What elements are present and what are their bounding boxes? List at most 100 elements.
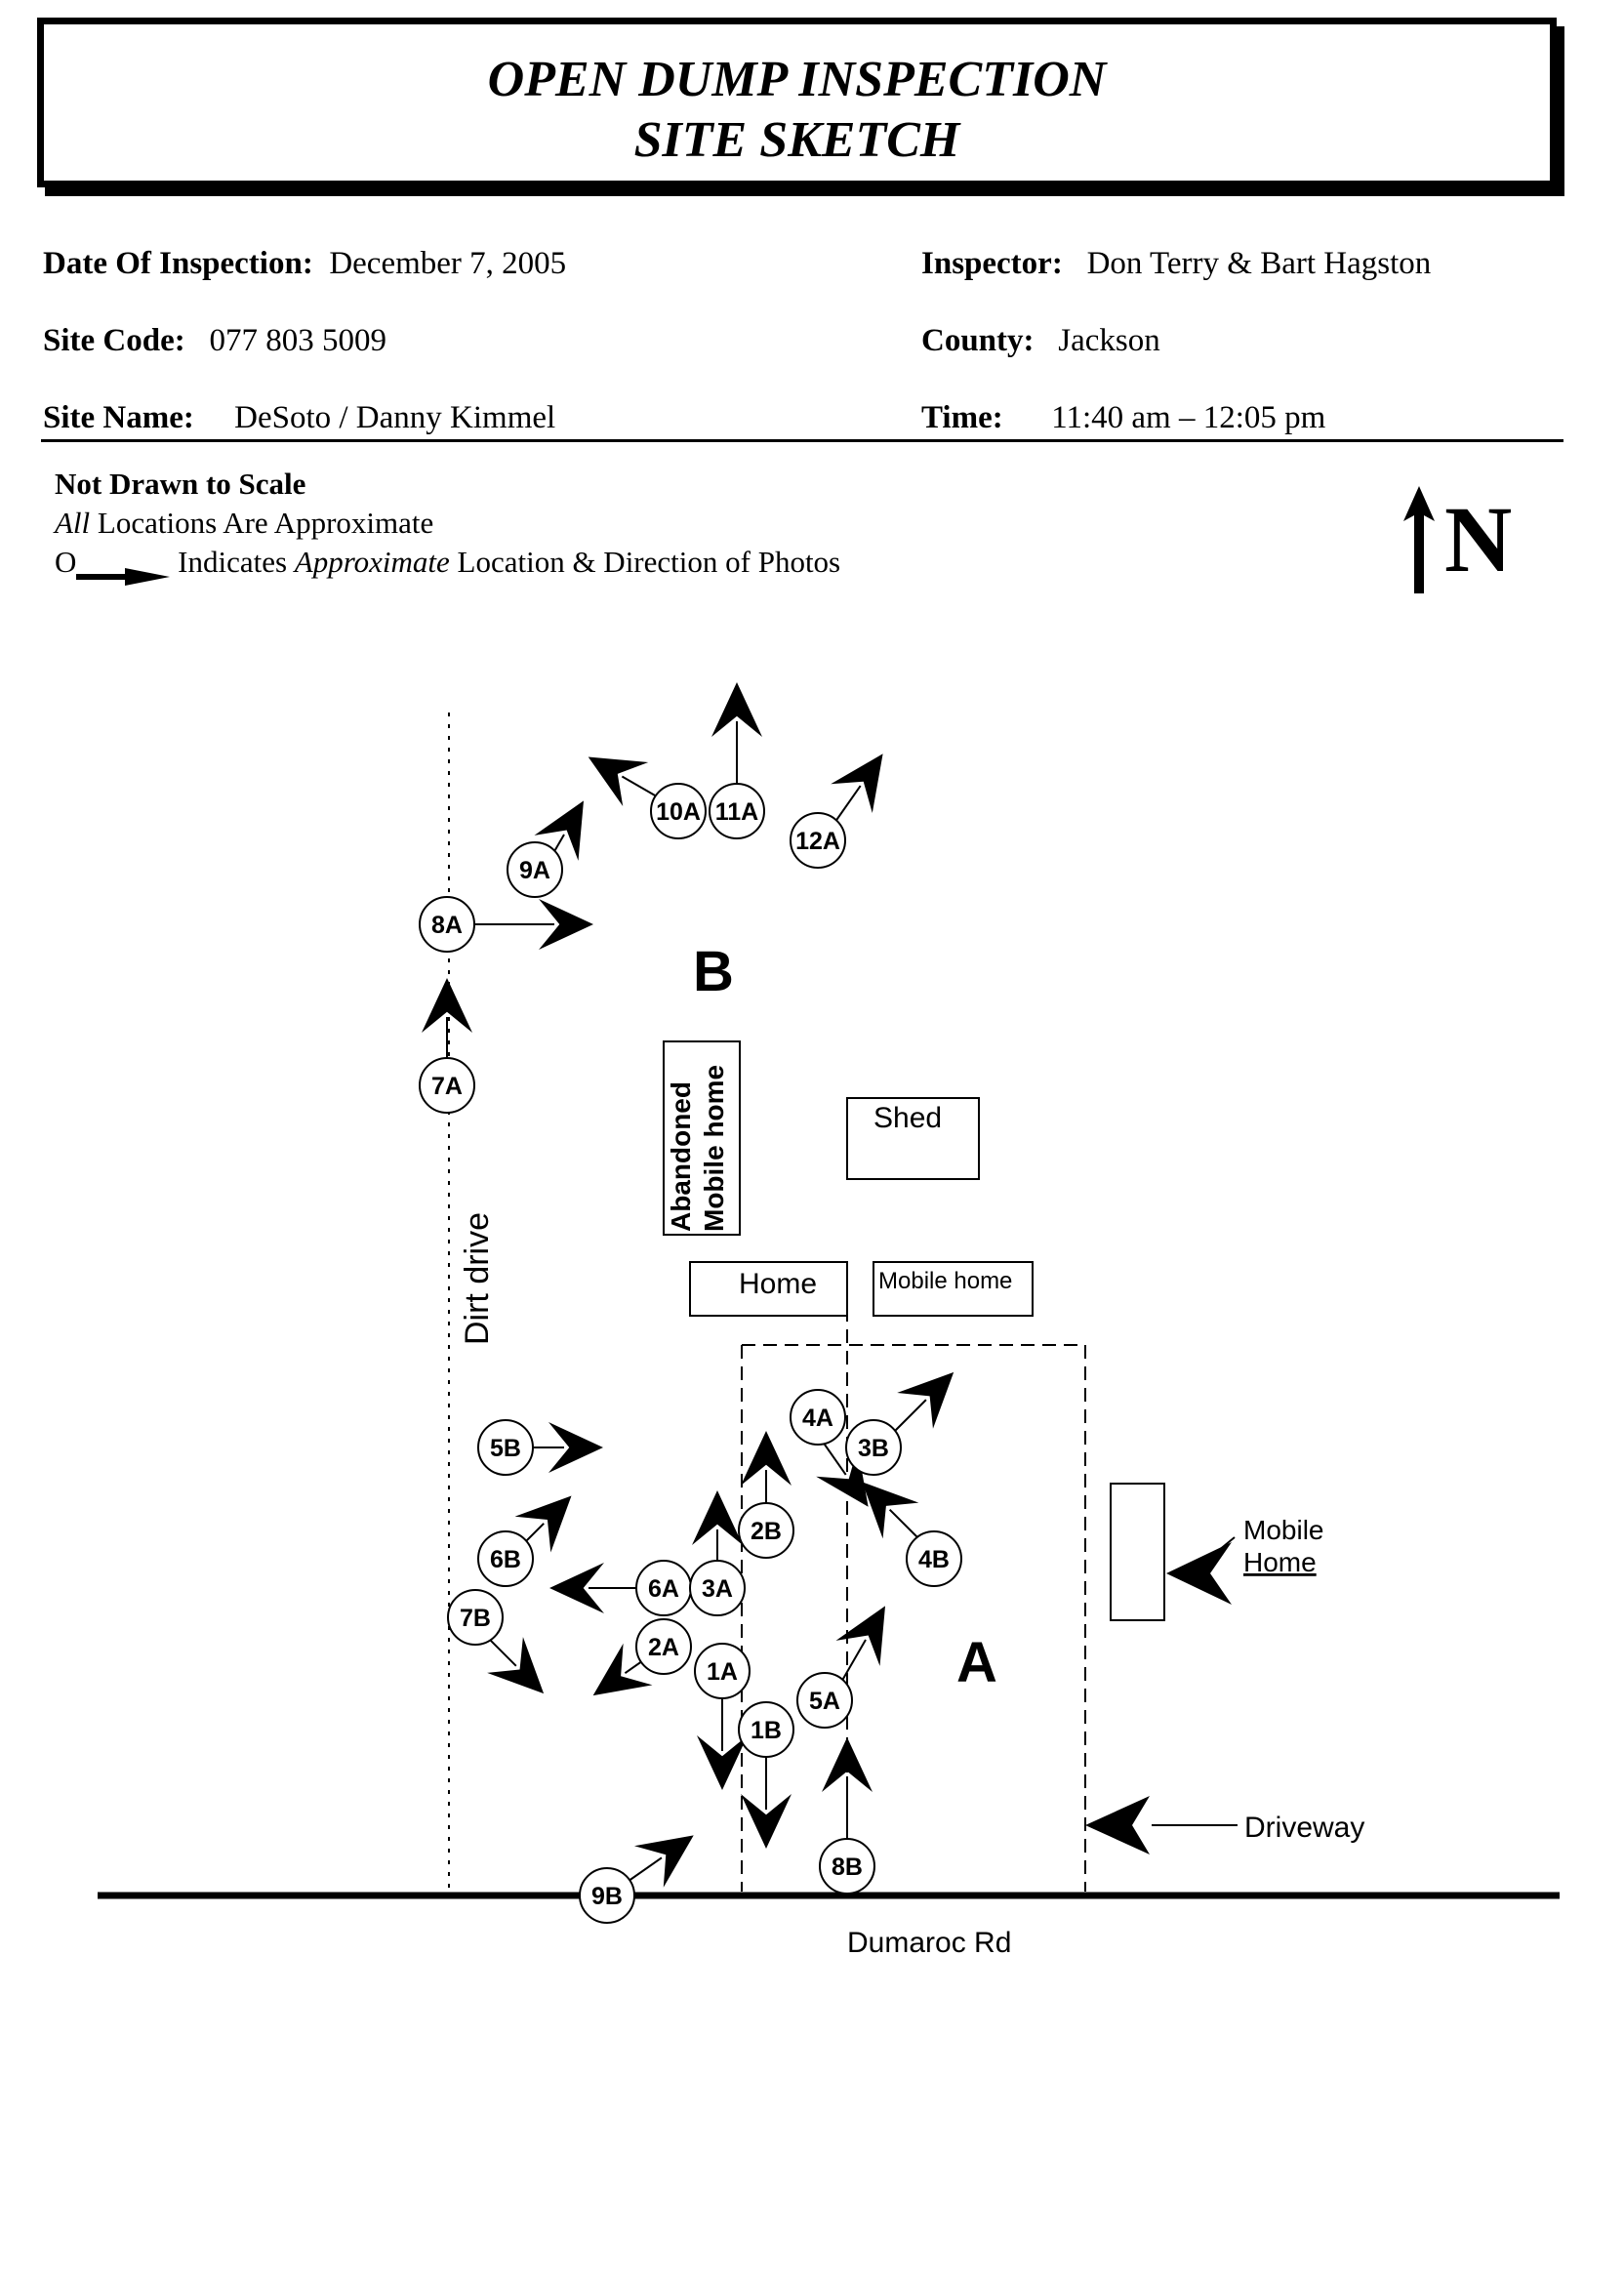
- mobile-home-pointer-arrow-icon: [1166, 1542, 1232, 1605]
- site-code-label: Site Code:: [43, 323, 185, 358]
- photo-point-label: 6B: [490, 1546, 521, 1573]
- area-b-label: B: [693, 940, 734, 1003]
- mobile-home-small-label: Mobile home: [878, 1268, 1012, 1294]
- date-label: Date Of Inspection:: [43, 246, 313, 281]
- photo-point-label: 10A: [656, 798, 701, 826]
- photo-point-circle: [477, 1419, 534, 1476]
- photo-point-circle: [447, 1589, 504, 1646]
- legend-text-post: Location & Direction of Photos: [449, 545, 841, 579]
- legend-arrow-icon: [76, 556, 171, 586]
- photo-arrow-icon: [534, 800, 584, 861]
- county-label: County:: [921, 323, 1035, 358]
- photo-arrow-icon: [592, 1643, 653, 1696]
- site-name-label: Site Name:: [43, 400, 194, 435]
- svg-text:Mobile home: Mobile home: [699, 1065, 729, 1232]
- photo-point-label: 4A: [802, 1405, 833, 1432]
- photo-point-3a: 3A: [689, 1490, 746, 1616]
- photo-arrow-icon: [741, 1794, 792, 1849]
- photo-point-6b: 6B: [477, 1495, 572, 1587]
- home: [689, 1261, 848, 1317]
- area-a-label: A: [956, 1631, 997, 1694]
- photo-arrow-icon: [588, 756, 649, 807]
- photo-point-circle: [845, 1419, 902, 1476]
- photo-point-label: 5A: [809, 1688, 840, 1715]
- title-line-2: SITE SKETCH: [633, 112, 960, 168]
- svg-text:Abandoned: Abandoned: [666, 1081, 696, 1232]
- photo-arrow-icon: [692, 1490, 743, 1545]
- photo-point-7a: 7A: [419, 978, 475, 1114]
- photo-point-circle: [694, 1643, 751, 1699]
- time-label: Time:: [921, 400, 1003, 435]
- photo-arrow-icon: [697, 1735, 748, 1790]
- photo-point-label: 12A: [795, 828, 840, 855]
- site-name-value: DeSoto / Danny Kimmel: [234, 400, 556, 435]
- abandoned-mobile-home-label: Abandoned Mobile home: [666, 1065, 729, 1232]
- photo-point-label: 4B: [918, 1546, 950, 1573]
- photo-point-6a: 6A: [549, 1560, 692, 1616]
- photo-arrow-icon: [711, 682, 762, 737]
- photo-arrow-icon: [822, 1737, 873, 1792]
- photo-point-label: 7B: [460, 1605, 491, 1632]
- shed: [846, 1097, 980, 1180]
- photo-point-label: 7A: [431, 1073, 463, 1100]
- mobile-home-east: [1110, 1483, 1165, 1621]
- photo-point-circle: [579, 1867, 635, 1924]
- photo-arrow-icon: [548, 1422, 603, 1473]
- mobile-home-east-label-2: Home: [1243, 1547, 1317, 1577]
- photo-point-circle: [709, 783, 765, 839]
- photo-point-3b: 3B: [845, 1371, 954, 1476]
- photo-point-11a: 11A: [709, 682, 765, 839]
- photo-point-circle: [419, 896, 475, 953]
- photo-point-8a: 8A: [419, 896, 593, 953]
- photo-point-label: 2A: [648, 1634, 679, 1661]
- photo-point-label: 6A: [648, 1575, 679, 1603]
- photo-legend-note: O Indicates Approximate Location & Direc…: [55, 543, 841, 586]
- photo-point-circle: [419, 1057, 475, 1114]
- inspector-label: Inspector:: [921, 246, 1063, 281]
- photo-arrow-icon: [514, 1495, 572, 1553]
- dirt-drive-label: Dirt drive: [459, 1212, 496, 1345]
- photo-point-circle: [650, 783, 707, 839]
- photo-arrow-icon: [487, 1637, 545, 1694]
- photo-point-9a: 9A: [507, 800, 584, 898]
- time-value: 11:40 am – 12:05 pm: [1051, 400, 1326, 435]
- photo-arrow-shaft: [832, 785, 862, 827]
- photo-point-label: 1A: [707, 1658, 738, 1686]
- photo-point-2b: 2B: [738, 1431, 794, 1559]
- photo-point-12a: 12A: [790, 754, 883, 869]
- date-value: December 7, 2005: [329, 246, 567, 281]
- legend-text-pre: Indicates: [170, 545, 295, 579]
- site-code-value: 077 803 5009: [209, 323, 386, 358]
- photo-arrow-icon: [549, 1563, 604, 1613]
- photo-point-label: 9B: [591, 1883, 623, 1910]
- photo-point-4b: 4B: [862, 1482, 962, 1587]
- site-code-field: Site Code: 077 803 5009: [43, 323, 386, 359]
- inspector-field: Inspector: Don Terry & Bart Hagston: [921, 246, 1431, 282]
- photo-point-8b: 8B: [819, 1737, 875, 1895]
- photo-arrow-icon: [835, 1606, 885, 1666]
- photo-point-circle: [819, 1838, 875, 1895]
- photo-point-label: 3A: [702, 1575, 733, 1603]
- inspector-value: Don Terry & Bart Hagston: [1086, 246, 1432, 281]
- photo-point-circle: [906, 1530, 962, 1587]
- county-field: County: Jackson: [921, 323, 1160, 359]
- photo-arrow-icon: [741, 1431, 792, 1486]
- photo-point-5b: 5B: [477, 1419, 603, 1476]
- photo-point-7b: 7B: [447, 1589, 545, 1694]
- photo-point-circle: [635, 1618, 692, 1675]
- north-label: N: [1444, 487, 1513, 591]
- photo-point-circle: [477, 1530, 534, 1587]
- area-a-boundary: [741, 1308, 1086, 1892]
- legend-circle-glyph: O: [55, 545, 77, 579]
- photo-point-circle: [507, 841, 563, 898]
- photo-point-label: 8B: [832, 1854, 863, 1881]
- photo-point-10a: 10A: [588, 756, 707, 839]
- approximate-locations-note: All Locations Are Approximate: [55, 504, 840, 543]
- photo-arrow-icon: [422, 978, 472, 1033]
- home-label: Home: [739, 1268, 817, 1300]
- photo-point-label: 9A: [519, 857, 550, 884]
- notes-block: Not Drawn to Scale All Locations Are App…: [55, 465, 841, 586]
- photo-arrow-icon: [539, 899, 593, 950]
- photo-point-9b: 9B: [579, 1835, 694, 1924]
